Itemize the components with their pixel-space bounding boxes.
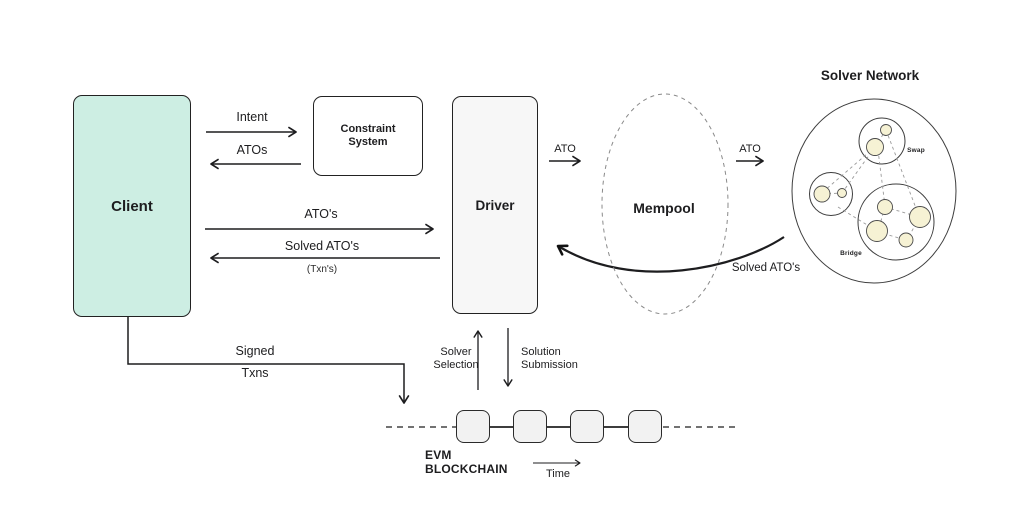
ato-label-mempool-solver: ATO: [739, 143, 761, 155]
signed-label: Signed: [235, 344, 275, 358]
client-label: Client: [111, 197, 153, 215]
driver-label: Driver: [475, 197, 515, 213]
solved-atos-from-solver-curve: [556, 236, 785, 273]
atos-to-driver-label: ATO's: [304, 207, 338, 221]
atos-return-label: ATOs: [236, 143, 268, 157]
txns-label: Txns: [241, 366, 269, 380]
solver-network-graph: [791, 98, 957, 284]
txns-sublabel: (Txn's): [306, 264, 338, 275]
constraint-system-label-line2: System: [348, 136, 388, 148]
mempool-label: Mempool: [633, 200, 695, 216]
blockchain-block-2: [513, 410, 547, 443]
solver-nodes: [813, 124, 931, 248]
solution-submission-label: Solution Submission: [521, 346, 578, 371]
left-group-circle: [809, 172, 853, 216]
constraint-system-label-line1: Constraint: [340, 122, 396, 135]
solver-node: [866, 220, 888, 242]
mempool-ellipse: [601, 93, 729, 315]
evm-blockchain-label: EVM BLOCKCHAIN: [425, 448, 508, 476]
signed-txns-path: [127, 317, 410, 404]
solver-node: [898, 232, 914, 248]
swap-group-circle: [858, 117, 906, 165]
solver-selection-label: Solver Selection: [433, 346, 479, 371]
solver-network-outline: [791, 98, 957, 284]
blockchain-block-1: [456, 410, 490, 443]
solver-node: [866, 138, 884, 156]
blockchain-block-3: [570, 410, 604, 443]
bridge-group-circle: [857, 183, 935, 261]
solver-node: [877, 199, 893, 215]
blockchain-block-4: [628, 410, 662, 443]
bridge-group-label: Bridge: [840, 250, 862, 257]
swap-group-label: Swap: [907, 147, 925, 154]
time-label: Time: [545, 468, 571, 480]
client-node: Client: [73, 95, 191, 317]
solver-node: [909, 206, 931, 228]
solver-network-title: Solver Network: [820, 68, 920, 83]
driver-node: Driver: [452, 96, 538, 314]
solver-node: [813, 185, 831, 203]
ato-label-driver-mempool: ATO: [554, 143, 576, 155]
solver-node: [880, 124, 892, 136]
intent-label: Intent: [236, 110, 268, 124]
solved-atos-label: Solved ATO's: [284, 239, 360, 253]
constraint-system-node: Constraint System: [313, 96, 423, 176]
solved-atos-curve-label: Solved ATO's: [731, 262, 801, 274]
solver-node: [837, 188, 847, 198]
